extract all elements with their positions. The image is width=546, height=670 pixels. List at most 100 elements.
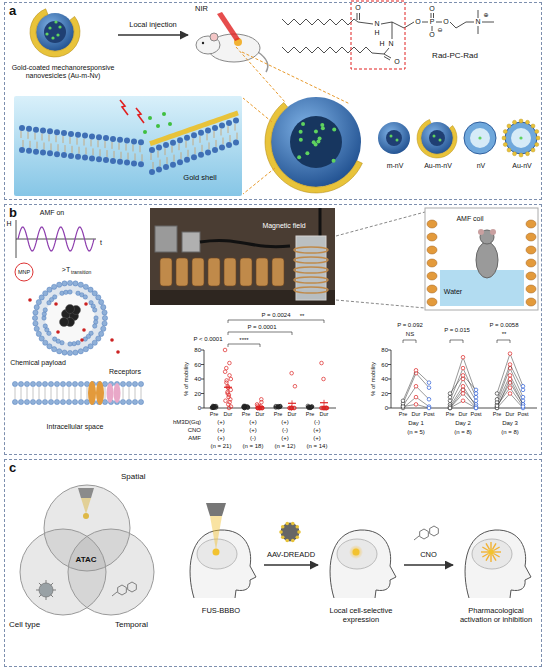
- lipid-tail: [44, 143, 45, 150]
- part-label: Intracellular space: [47, 423, 104, 431]
- table-cell: (+): [249, 427, 257, 434]
- liposome-wall: [36, 284, 104, 352]
- head-step: Local cell-selective expression: [321, 501, 401, 641]
- row-label: CNO: [188, 427, 201, 434]
- lipid-tail: [84, 139, 85, 146]
- zoom-line: [243, 98, 272, 122]
- zoom-line: [336, 300, 425, 308]
- lipid-head: [12, 381, 17, 386]
- arrow-label: Local injection: [129, 21, 177, 30]
- group-label: Pre: [274, 411, 283, 417]
- activation-ray: [494, 554, 500, 558]
- error-bar: [260, 404, 261, 408]
- part-label: Gold shell: [183, 174, 216, 183]
- coil-turn: [526, 246, 536, 254]
- coil-turn: [526, 233, 536, 241]
- lipid-head: [40, 128, 46, 134]
- activation-spot: [488, 549, 494, 555]
- paired-line: [450, 394, 476, 409]
- lipid-head: [43, 324, 47, 328]
- gold-particle: [535, 129, 539, 133]
- nir-bolt: [136, 108, 144, 123]
- molecule-icon: [420, 529, 429, 539]
- coil-turn: [427, 259, 437, 267]
- atom-label: O: [355, 4, 360, 12]
- vesicle-core: [290, 116, 342, 168]
- table-cell: (+): [313, 427, 321, 434]
- mean-bar: [306, 406, 314, 407]
- payload-dot: [314, 129, 318, 133]
- chemical-bond: [381, 22, 392, 24]
- lipid-head: [57, 349, 62, 354]
- chemical-bond: [384, 57, 390, 61]
- lipid-head: [170, 140, 176, 146]
- lipid-tail: [87, 387, 88, 399]
- data-point: [414, 395, 418, 399]
- chemical-bond: [436, 22, 442, 23]
- lipid-head: [42, 316, 46, 320]
- data-point: [324, 406, 328, 410]
- tick-label: 40: [194, 376, 201, 383]
- mean-bar: [242, 406, 250, 407]
- gold-particle: [507, 124, 511, 128]
- arrow-label: AAV-DREADD: [267, 551, 315, 560]
- lipid-head: [78, 399, 83, 404]
- zoom-line: [243, 168, 275, 194]
- nir-bolt: [120, 100, 128, 115]
- chemical-bond: [422, 22, 428, 23]
- vesicle-type: Au-m-nV: [417, 119, 459, 175]
- payload-dot: [54, 302, 58, 306]
- group-label: Pre: [493, 411, 502, 417]
- table-cell: (+): [313, 435, 321, 442]
- lipid-head: [48, 381, 53, 386]
- atom-label: H: [379, 40, 384, 48]
- lipid-tail: [135, 153, 136, 160]
- released-payload: [156, 124, 160, 128]
- payload-dot: [48, 26, 51, 29]
- lipid-head: [219, 123, 225, 129]
- node-label: m-nV: [374, 162, 416, 170]
- lipid-head: [102, 310, 107, 315]
- mouse-eye: [202, 42, 204, 44]
- lipid-head: [89, 133, 95, 139]
- part-label: AMF coil: [456, 215, 483, 223]
- payload-dot: [84, 302, 88, 306]
- head-outline: [330, 530, 396, 598]
- lipid-head: [126, 381, 131, 386]
- activation-ray: [486, 543, 490, 549]
- lipid-head: [62, 281, 67, 286]
- table-cell: (+): [217, 435, 225, 442]
- tick-mark: [201, 393, 204, 394]
- coil-turn: [526, 272, 536, 280]
- data-point: [474, 392, 478, 396]
- activation-ray: [494, 551, 501, 552]
- lipid-tail: [28, 132, 29, 139]
- lipid-tail: [165, 148, 166, 155]
- gold-particle: [502, 136, 506, 140]
- lipid-tail: [21, 131, 22, 138]
- venn-circle-outline: [68, 529, 154, 615]
- node-label: Au-m-nV: [417, 162, 459, 170]
- lipid-head: [36, 381, 41, 386]
- data-point: [461, 374, 465, 378]
- data-point: [448, 395, 452, 399]
- tick-label: 0: [198, 405, 201, 412]
- expression-spot: [353, 549, 360, 556]
- lipid-head: [68, 131, 74, 137]
- copper-coil: [160, 258, 172, 286]
- threshold-label: >T: [62, 266, 70, 274]
- vesicle-lumen: [470, 128, 490, 148]
- gold-dot: [291, 539, 295, 543]
- lipid-head: [47, 150, 53, 156]
- tick-label: 0: [385, 405, 388, 412]
- chemical-bond: [456, 22, 466, 28]
- data-point: [508, 377, 512, 381]
- liposome-lumen: [45, 293, 95, 343]
- lipid-tail: [140, 145, 141, 152]
- p-value: P = 0.0024: [261, 312, 290, 319]
- activation-ray: [482, 554, 488, 558]
- lipid-head: [66, 399, 71, 404]
- vesicle-body: [378, 122, 410, 154]
- payload-dot: [433, 135, 436, 138]
- vesicle-type: Au-nV: [501, 119, 543, 175]
